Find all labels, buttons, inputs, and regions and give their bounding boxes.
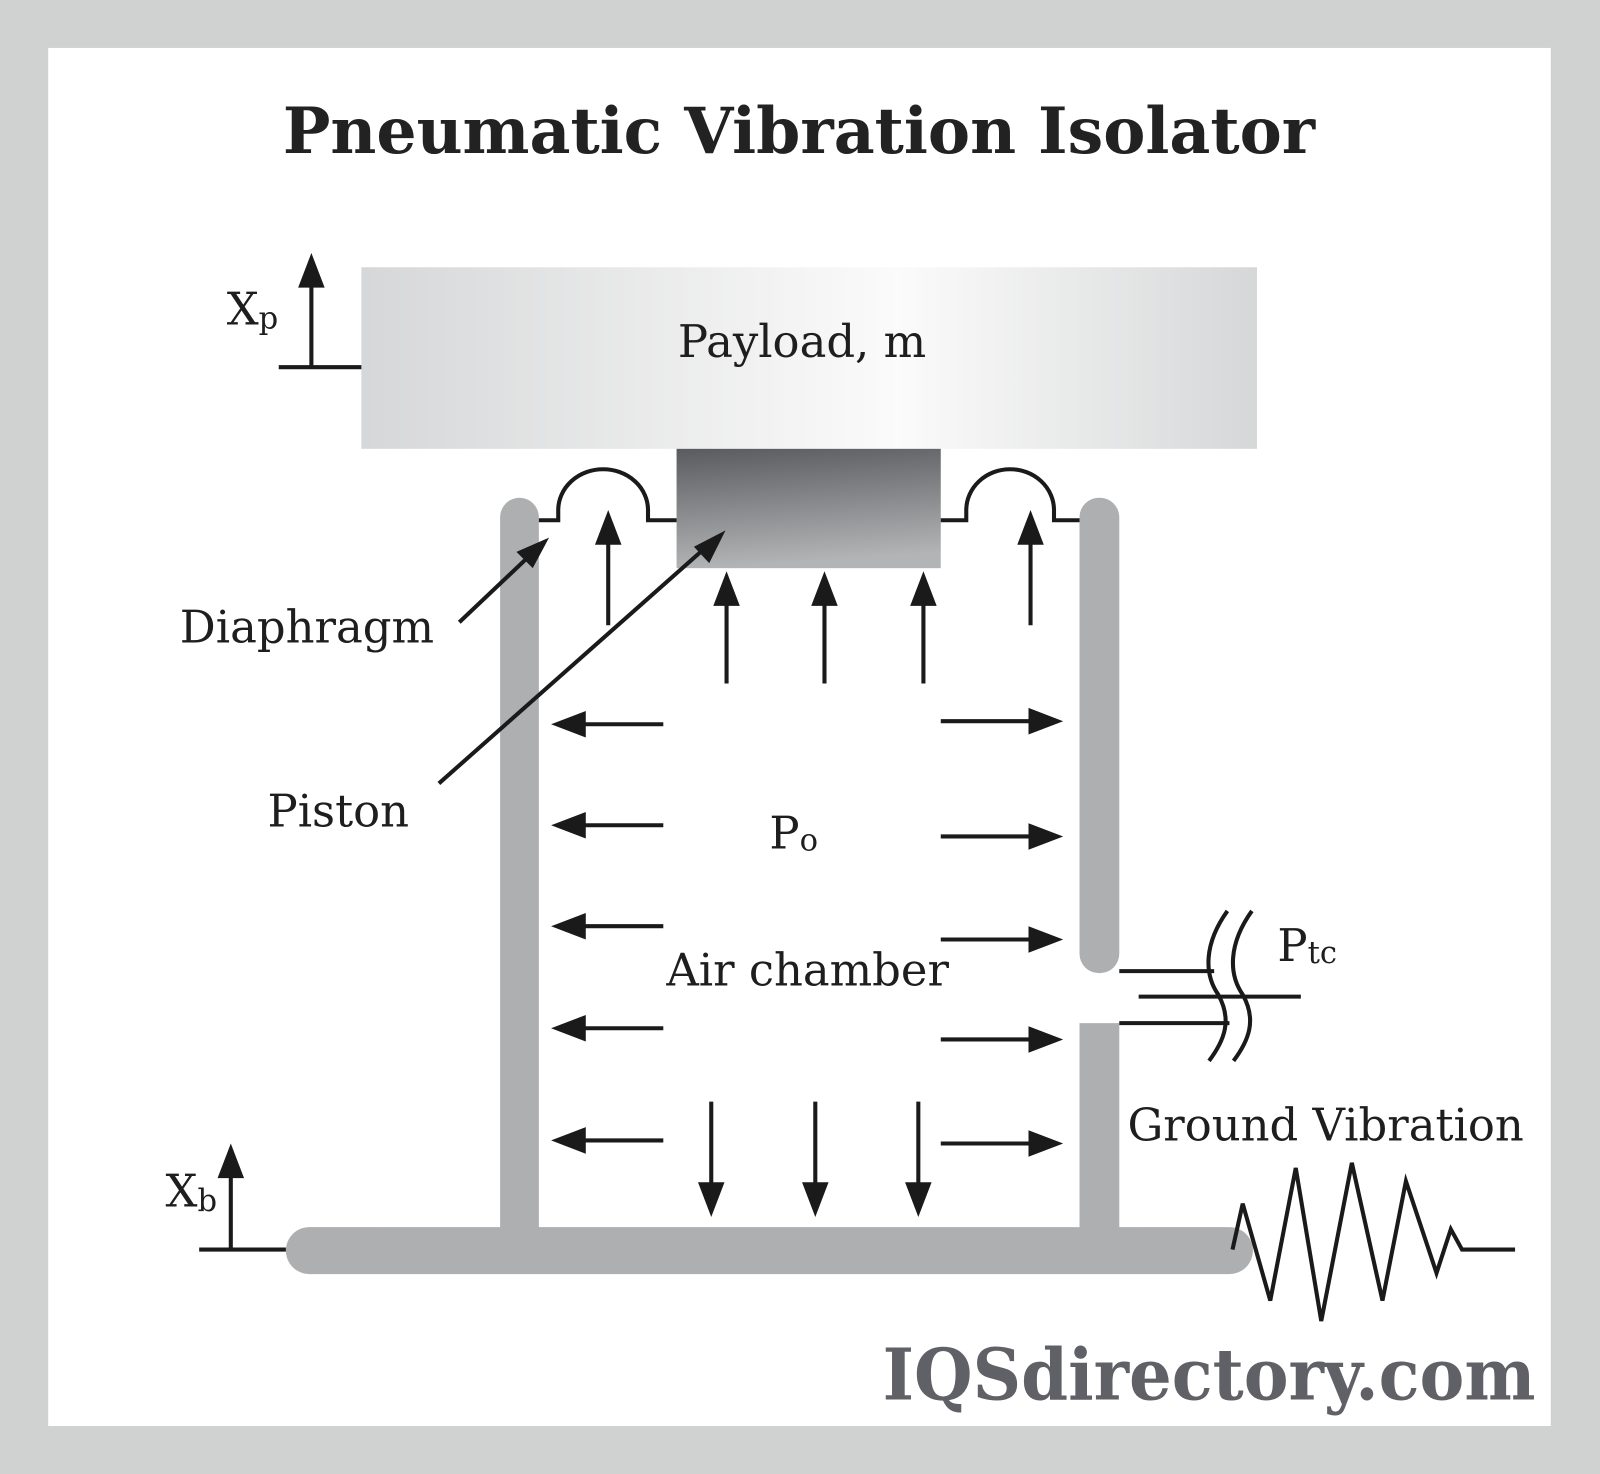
piston-block — [676, 448, 941, 569]
svg-text:Piston: Piston — [268, 784, 410, 837]
xp-indicator: Xp — [227, 252, 362, 370]
ground-vibration-wave — [1230, 1162, 1516, 1322]
chamber-walls — [285, 497, 1253, 1275]
diaphragm-right — [940, 467, 1080, 523]
svg-text:Xb: Xb — [166, 1165, 218, 1219]
svg-text:Ptc: Ptc — [1277, 919, 1337, 972]
pressure-po-label: Po — [769, 807, 818, 860]
svg-text:Xp: Xp — [227, 282, 279, 336]
base-plate — [285, 1227, 1253, 1275]
arrow-up-icon — [298, 252, 325, 288]
canvas — [48, 47, 1551, 1427]
air-chamber-label: Air chamber — [665, 943, 949, 996]
svg-text:Diaphragm: Diaphragm — [180, 601, 434, 654]
ground-vibration-label: Ground Vibration — [1127, 1098, 1523, 1151]
arrow-up-icon — [217, 1143, 245, 1179]
up-arrows — [594, 510, 1044, 684]
right-arrows — [940, 707, 1064, 1157]
down-arrows — [697, 1101, 932, 1217]
ptc-port: Ptc — [1119, 909, 1337, 1063]
diaphragm-callout: Diaphragm — [180, 537, 550, 654]
left-arrows — [551, 710, 664, 1154]
pressure-arrows — [551, 510, 1064, 1217]
diaphragm-left — [538, 467, 677, 523]
payload-block — [361, 267, 1257, 449]
xb-indicator: Xb — [166, 1143, 286, 1252]
piston-callout: Piston — [268, 530, 726, 837]
diagram-title: Pneumatic Vibration Isolator — [283, 94, 1316, 168]
payload-label: Payload, m — [678, 315, 926, 368]
iqs-logo: IQSdirectory.com — [883, 1333, 1536, 1417]
